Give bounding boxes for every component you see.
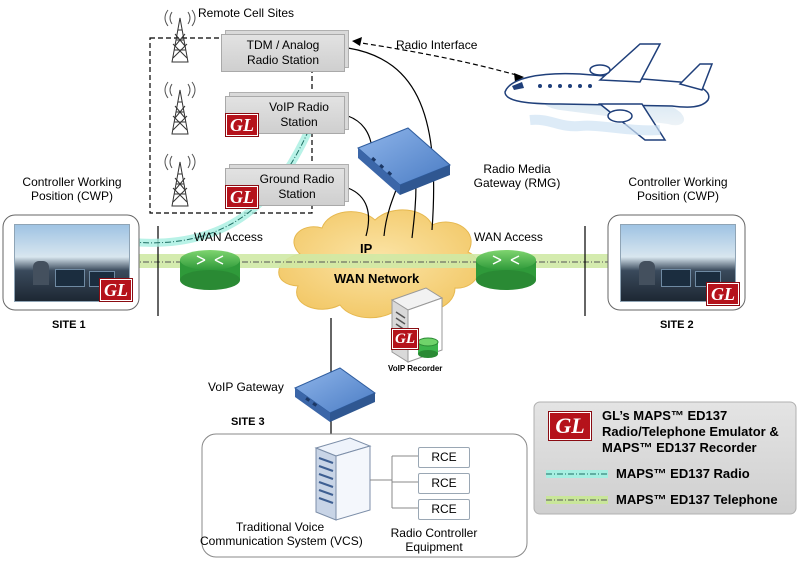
gl-logo-ground-station: GL — [226, 186, 258, 208]
vcs-label: Traditional Voice Communication System (… — [200, 520, 363, 548]
voip-station-line1: VoIP Radio — [269, 100, 329, 114]
voip-recorder-label: VoIP Recorder — [388, 364, 443, 373]
vcs-label-line2: Communication System (VCS) — [200, 534, 363, 548]
voip-gateway-switch — [293, 367, 377, 422]
router-left — [180, 250, 240, 290]
vcs-label-line1: Traditional Voice — [235, 520, 325, 534]
network-ip-label: IP — [360, 241, 373, 256]
connection-lines — [330, 47, 435, 436]
remote-cell-sites-label: Remote Cell Sites — [198, 6, 295, 20]
voip-gateway-label: VoIP Gateway — [208, 380, 284, 394]
rmg-switch — [357, 127, 451, 195]
cwp-left-line1: Controller Working — [22, 175, 122, 189]
site1-label: SITE 1 — [52, 319, 86, 331]
legend-title-line1: GL’s MAPS™ ED137 — [602, 408, 728, 423]
wan-access-right-label: WAN Access — [474, 230, 543, 244]
legend-title-line3: MAPS™ ED137 Recorder — [602, 440, 757, 455]
ground-station-line1: Ground Radio — [259, 172, 335, 186]
gl-logo-recorder: GL — [392, 329, 418, 349]
voip-recorder-server — [390, 287, 444, 363]
radio-interface-label: Radio Interface — [396, 38, 478, 52]
tower-1 — [164, 9, 196, 63]
cwp-left-label: Controller Working Position (CWP) — [4, 175, 140, 203]
legend-box — [533, 401, 797, 515]
legend-title: GL’s MAPS™ ED137 Radio/Telephone Emulato… — [602, 408, 779, 456]
radio-glow-line — [131, 116, 318, 247]
tdm-radio-station: TDM / Analog Radio Station — [221, 34, 345, 72]
legend-radio-label: MAPS™ ED137 Radio — [616, 466, 750, 481]
cwp-right-label: Controller Working Position (CWP) — [610, 175, 746, 203]
tower-3 — [164, 153, 196, 207]
cwp-right-line2: Position (CWP) — [636, 189, 719, 203]
gl-logo-cwp-right: GL — [707, 283, 739, 305]
router-right — [476, 250, 536, 290]
gl-logo-voip-station: GL — [226, 114, 258, 136]
site3-label: SITE 3 — [231, 416, 265, 428]
rce-box-1: RCE — [418, 447, 470, 468]
cwp-left-line2: Position (CWP) — [30, 189, 113, 203]
tower-2 — [164, 81, 196, 135]
rce-caption: Radio Controller Equipment — [380, 526, 488, 554]
wan-access-left-label: WAN Access — [194, 230, 263, 244]
rce-connectors — [370, 455, 418, 509]
site2-label: SITE 2 — [660, 319, 694, 331]
rce-box-3: RCE — [418, 499, 470, 520]
rce-box-2: RCE — [418, 473, 470, 494]
legend-title-line2: Radio/Telephone Emulator & — [602, 424, 779, 439]
vcs-rack — [314, 437, 372, 521]
rmg-label: Radio Media Gateway (RMG) — [462, 162, 572, 190]
cwp-right-line1: Controller Working — [628, 175, 728, 189]
gl-logo-cwp-left: GL — [100, 279, 132, 301]
rmg-label-line2: Gateway (RMG) — [473, 176, 561, 190]
tdm-station-line1: TDM / Analog — [246, 38, 320, 52]
rmg-label-line1: Radio Media — [483, 162, 551, 176]
tdm-station-line2: Radio Station — [246, 53, 320, 67]
legend-telephone-label: MAPS™ ED137 Telephone — [616, 492, 778, 507]
radio-interface-arrow — [352, 37, 524, 82]
airplane-illustration — [504, 43, 714, 141]
voip-station-line2: Station — [280, 115, 318, 129]
network-wan-label: WAN Network — [334, 271, 420, 286]
rce-caption-line1: Radio Controller — [390, 526, 478, 540]
ground-station-line2: Station — [278, 187, 316, 201]
gl-logo-legend: GL — [549, 412, 591, 440]
rce-caption-line2: Equipment — [405, 540, 463, 554]
